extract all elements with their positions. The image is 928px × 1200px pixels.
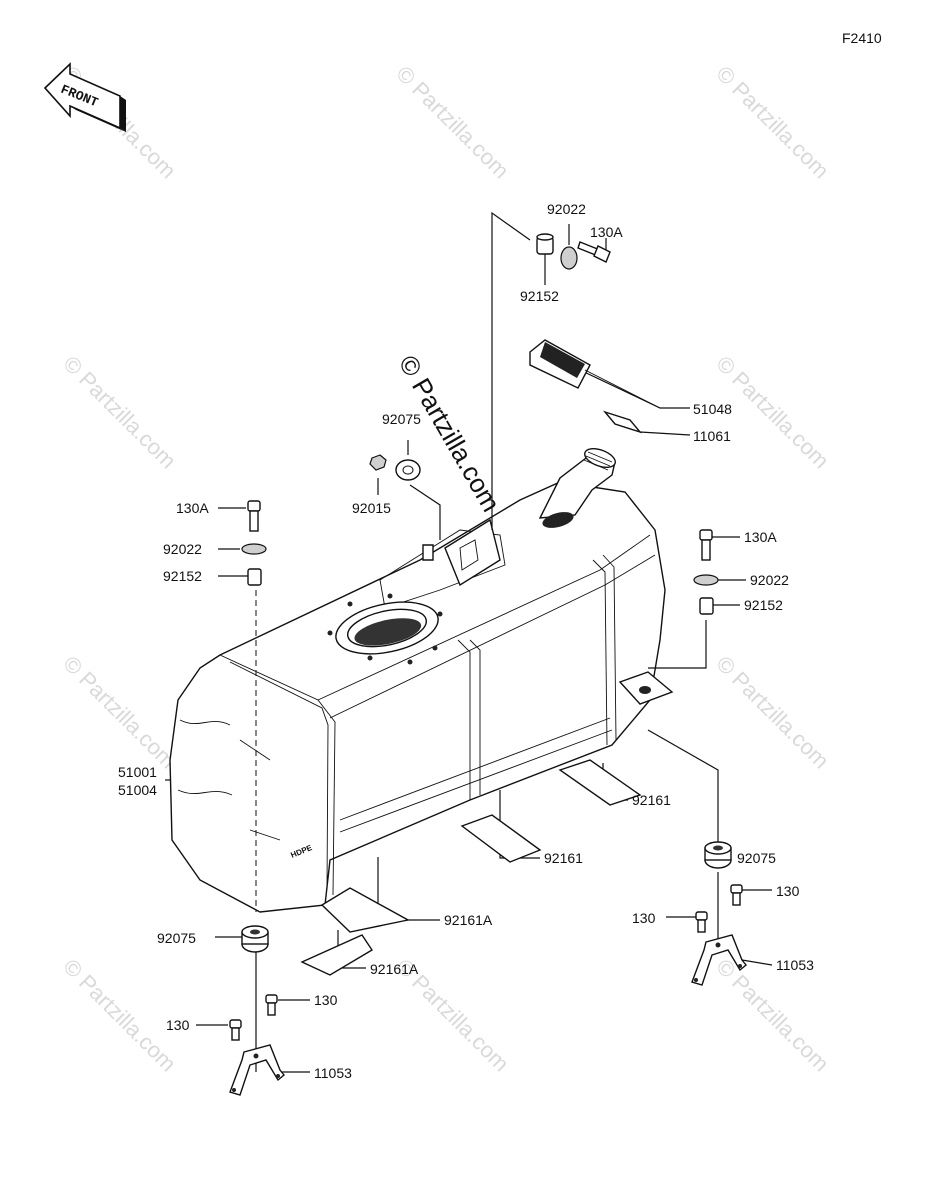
grommet-part-top	[395, 459, 421, 481]
label-51048: 51048	[693, 401, 732, 417]
label-51004: 51004	[118, 782, 157, 798]
pad-a-part-upper	[320, 887, 410, 933]
label-92161a-lower: 92161A	[370, 961, 419, 977]
gasket-part	[602, 410, 643, 434]
watermark: © Partzilla.com	[711, 954, 834, 1077]
label-92161-right: 92161	[632, 792, 671, 808]
grommet-part-right	[704, 841, 732, 869]
label-92075-right: 92075	[737, 850, 776, 866]
watermark-main: © Partzilla.com	[393, 350, 507, 517]
label-92075-top: 92075	[382, 411, 421, 427]
washer-part-left	[241, 543, 267, 555]
bolt-part-right-a	[730, 884, 743, 906]
watermark: © Partzilla.com	[58, 351, 181, 474]
label-130-right-b: 130	[632, 910, 656, 926]
label-92015: 92015	[352, 500, 391, 516]
bracket-part-right	[691, 934, 747, 986]
collar-part-left	[247, 568, 262, 586]
collar-part-top	[536, 233, 554, 255]
watermark: © Partzilla.com	[391, 61, 514, 184]
washer-part-right	[693, 574, 719, 586]
label-11053-right: 11053	[776, 957, 814, 973]
label-92075-left: 92075	[157, 930, 196, 946]
label-92161-center: 92161	[544, 850, 583, 866]
washer-part-top	[560, 246, 578, 270]
nut-part	[369, 454, 387, 471]
label-92152-right: 92152	[744, 597, 783, 613]
bolt-part-right	[699, 529, 713, 561]
pad-a-part-lower	[300, 934, 373, 976]
fuel-tank: HDPE	[169, 448, 674, 913]
label-130a-right: 130A	[744, 529, 777, 545]
label-92152-left: 92152	[163, 568, 202, 584]
watermark: © Partzilla.com	[711, 651, 834, 774]
label-92022-top: 92022	[547, 201, 586, 217]
bolt-part-left-b	[229, 1019, 242, 1041]
part-labels: 92022 130A 92152 51048 11061 92075 92015…	[118, 201, 814, 1081]
pad-part-right	[558, 759, 642, 806]
label-130a-left: 130A	[176, 500, 209, 516]
label-130a-top: 130A	[590, 224, 623, 240]
bolt-part-right-b	[695, 911, 708, 933]
label-130-left-a: 130	[314, 992, 338, 1008]
fuel-cap-part	[529, 339, 661, 409]
front-arrow-icon: FRONT	[43, 62, 126, 132]
bolt-part-left-a	[265, 994, 278, 1016]
label-130-right-a: 130	[776, 883, 800, 899]
bolt-part-left	[247, 500, 261, 532]
bolt-part-top	[577, 241, 611, 263]
label-51001: 51001	[118, 764, 157, 780]
bracket-part-left	[229, 1044, 285, 1096]
collar-part-right	[699, 597, 714, 615]
label-92022-left: 92022	[163, 541, 202, 557]
watermark: © Partzilla.com	[58, 651, 181, 774]
watermark: © Partzilla.com	[711, 61, 834, 184]
label-130-left-b: 130	[166, 1017, 190, 1033]
watermark: © Partzilla.com	[58, 954, 181, 1077]
grommet-part-left	[241, 925, 269, 953]
figure-code: F2410	[842, 30, 882, 46]
label-92152-top: 92152	[520, 288, 559, 304]
label-92161a-upper: 92161A	[444, 912, 493, 928]
pad-part-center	[460, 814, 542, 863]
label-11061: 11061	[693, 428, 731, 444]
label-92022-right: 92022	[750, 572, 789, 588]
label-11053-left: 11053	[314, 1065, 352, 1081]
